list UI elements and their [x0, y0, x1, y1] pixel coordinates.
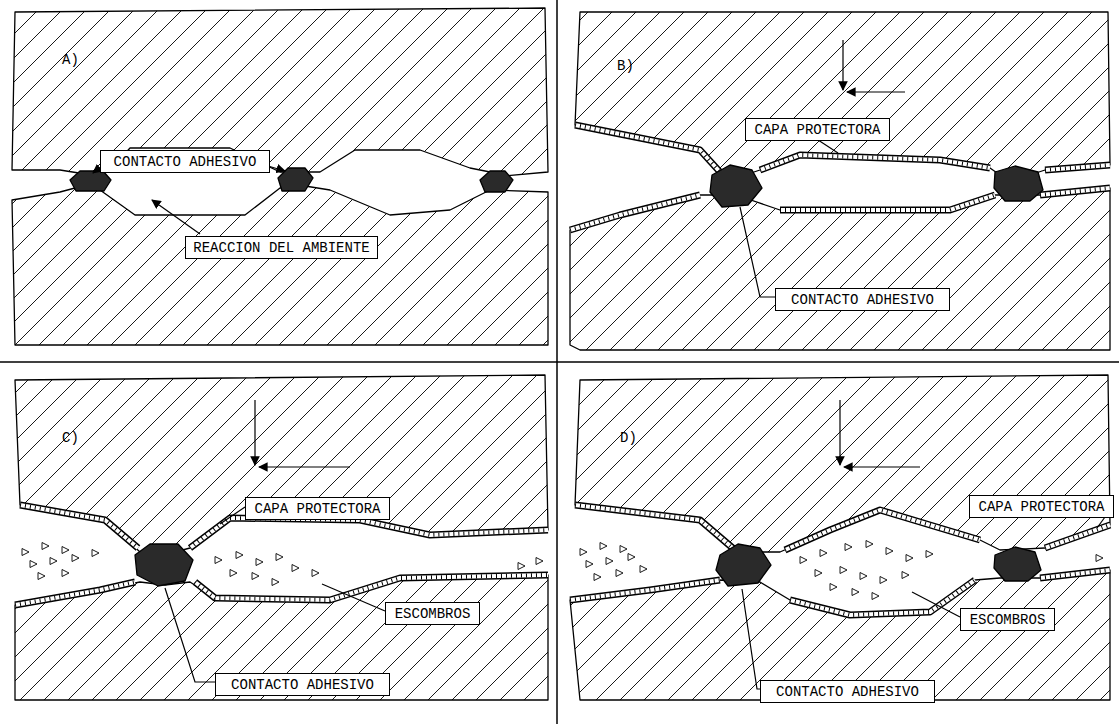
- callout-box: CONTACTO ADHESIVO: [215, 673, 390, 696]
- motion-arrow: [843, 40, 905, 92]
- panel-letter: B): [617, 58, 634, 75]
- callout-text: ESCOMBROS: [970, 612, 1046, 629]
- leader-line: [740, 138, 838, 297]
- callout-box: CAPA PROTECTORA: [969, 495, 1114, 518]
- callout-text: CAPA PROTECTORA: [254, 501, 380, 518]
- callout-text: CONTACTO ADHESIVO: [791, 292, 934, 309]
- leader-line: [165, 507, 385, 682]
- panel-letter: D): [620, 430, 637, 447]
- callout-text: CONTACTO ADHESIVO: [114, 154, 257, 171]
- leader-line: [93, 166, 285, 234]
- callout-text: CAPA PROTECTORA: [754, 122, 880, 139]
- callout-box: CONTACTO ADHESIVO: [100, 150, 270, 173]
- callout-box: CAPA PROTECTORA: [245, 497, 390, 520]
- callout-text: CAPA PROTECTORA: [978, 499, 1104, 516]
- panel-d: [570, 375, 1110, 700]
- callout-text: CONTACTO ADHESIVO: [776, 684, 919, 701]
- callout-text: CONTACTO ADHESIVO: [231, 677, 374, 694]
- motion-arrow: [255, 400, 350, 467]
- callout-box: CAPA PROTECTORA: [745, 118, 890, 141]
- callout-box: ESCOMBROS: [385, 602, 480, 625]
- debris: [22, 543, 543, 586]
- callout-text: REACCION DEL AMBIENTE: [193, 240, 369, 257]
- debris: [580, 541, 1103, 600]
- callout-text: ESCOMBROS: [395, 606, 471, 623]
- panel-a: [12, 8, 548, 345]
- panel-letter: C): [62, 430, 79, 447]
- divider: [0, 361, 1119, 363]
- motion-arrow: [840, 400, 920, 467]
- panel-c: [15, 375, 548, 700]
- panel-letter: A): [62, 52, 79, 69]
- callout-box: REACCION DEL AMBIENTE: [185, 236, 378, 259]
- callout-box: CONTACTO ADHESIVO: [760, 680, 935, 703]
- panel-b: [570, 12, 1110, 350]
- callout-box: ESCOMBROS: [960, 608, 1055, 631]
- callout-box: CONTACTO ADHESIVO: [775, 288, 950, 311]
- leader-line: [742, 517, 1105, 689]
